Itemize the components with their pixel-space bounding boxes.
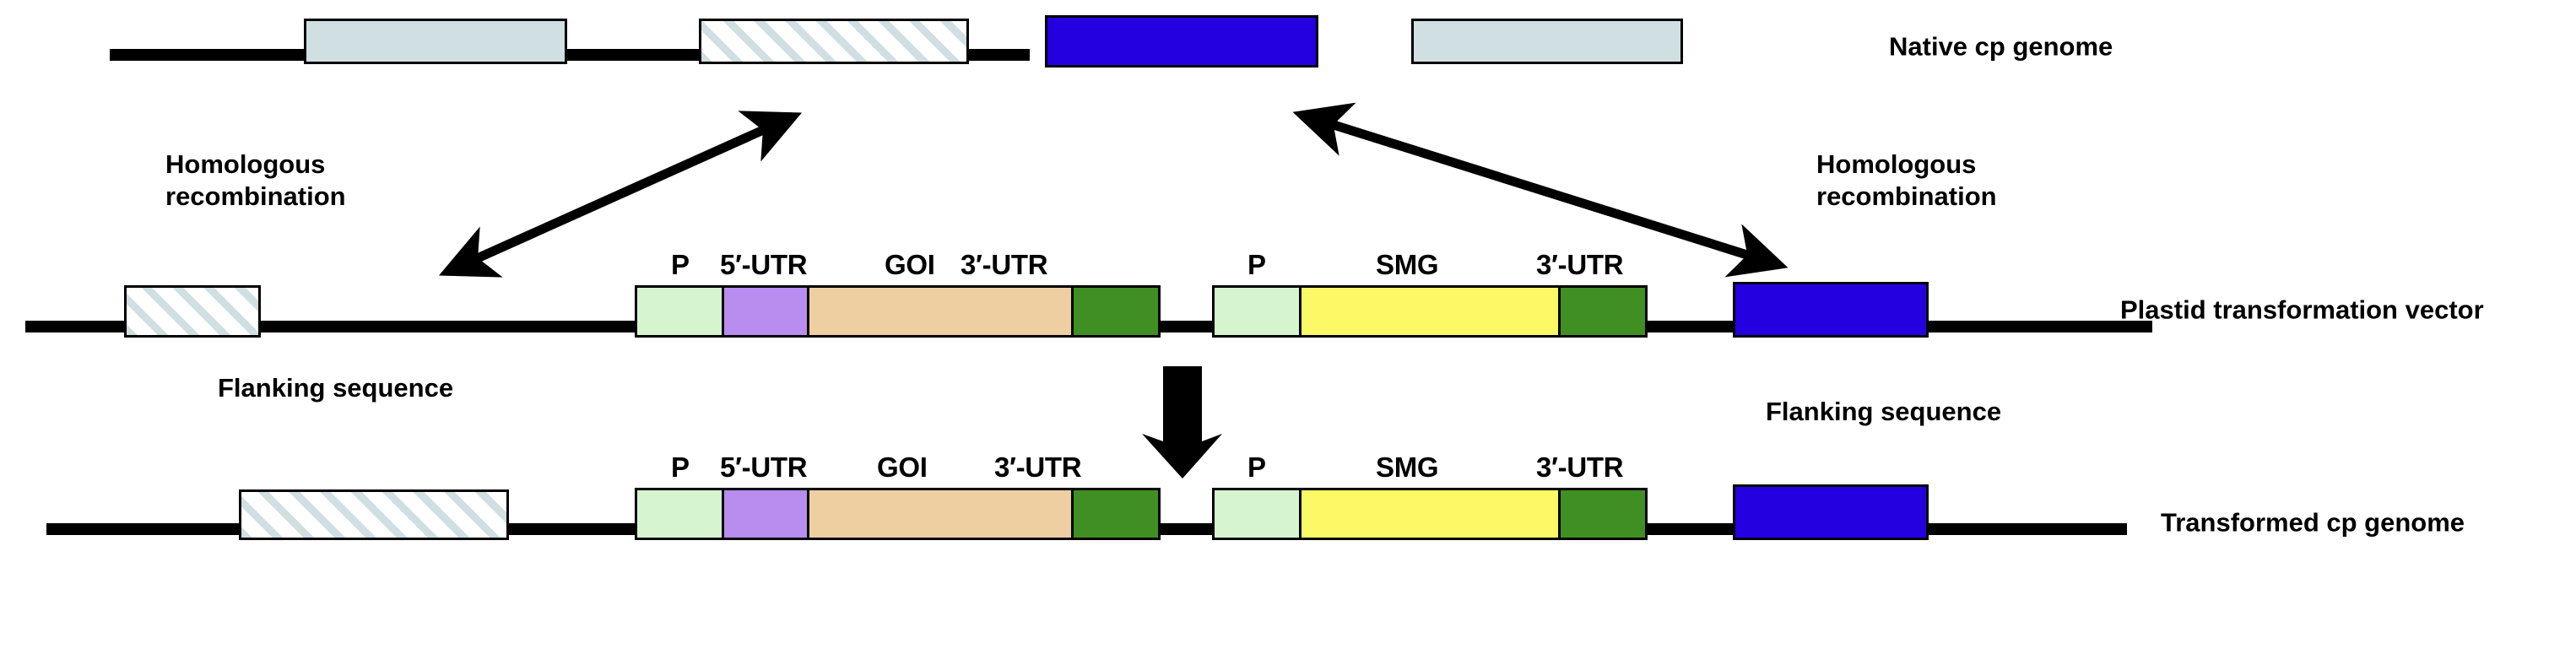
transformed-goi-cassette-five-utr <box>722 488 809 540</box>
vector-smg-cassette-promoter-label: P <box>1247 249 1266 280</box>
vector-flanking-left-label: Flanking sequence <box>218 373 454 403</box>
transformed-smg-cassette-three-utr-label: 3′-UTR <box>1536 451 1624 483</box>
vector-smg-cassette-smg-label: SMG <box>1376 249 1439 280</box>
vector-goi-cassette-five-utr <box>722 285 809 338</box>
vector-smg-cassette-three-utr <box>1558 285 1648 338</box>
vector-goi-cassette-goi <box>807 285 1074 338</box>
transformed-smg-cassette-three-utr <box>1558 488 1648 540</box>
transformed-genome-label: Transformed cp genome <box>2161 507 2465 538</box>
transformed-goi-cassette-five-utr-label: 5′-UTR <box>720 451 808 483</box>
vector-flanking-left <box>124 285 261 338</box>
transformed-goi-cassette-three-utr-label: 3′-UTR <box>994 451 1082 483</box>
native-segment-2 <box>1411 19 1683 64</box>
homologous-recombination-left-label: Homologous recombination <box>165 149 346 213</box>
vector-row-label: Plastid transformation vector <box>2120 295 2484 325</box>
transformed-flanking-left <box>239 489 509 540</box>
transformed-smg-cassette-promoter <box>1212 488 1302 540</box>
vector-blue-segment <box>1733 282 1929 338</box>
vector-goi-cassette-three-utr <box>1071 285 1161 338</box>
transformed-smg-cassette-promoter-label: P <box>1247 451 1266 483</box>
homologous-recombination-left-line1: Homologous <box>165 149 326 179</box>
down-arrow-integration <box>1142 366 1222 478</box>
homologous-recombination-right-label: Homologous recombination <box>1816 149 1997 213</box>
native-genome-label: Native cp genome <box>1889 31 2113 62</box>
vector-goi-cassette-five-utr-label: 5′-UTR <box>720 249 808 280</box>
transformed-goi-cassette-goi <box>807 488 1074 540</box>
transformed-smg-cassette-smg <box>1299 488 1561 540</box>
homologous-recombination-right-line1: Homologous <box>1816 149 1977 179</box>
native-blue-segment <box>1045 15 1318 68</box>
transformed-blue-segment <box>1733 484 1929 540</box>
transformed-goi-cassette-goi-label: GOI <box>877 451 928 483</box>
vector-goi-cassette-goi-label: GOI <box>885 249 935 280</box>
vector-goi-cassette-three-utr-label: 3′-UTR <box>961 249 1048 280</box>
native-flanking-left <box>699 19 969 64</box>
double-headed-arrow-right <box>1292 102 1789 278</box>
vector-flanking-right-label: Flanking sequence <box>1766 397 2002 426</box>
vector-smg-cassette-promoter <box>1212 285 1302 338</box>
vector-smg-cassette-three-utr-label: 3′-UTR <box>1536 249 1624 280</box>
transformed-goi-cassette-promoter-label: P <box>671 451 690 483</box>
vector-goi-cassette-promoter <box>635 285 724 338</box>
native-segment-1 <box>304 19 567 64</box>
transformed-smg-cassette-smg-label: SMG <box>1376 451 1439 483</box>
transformed-goi-cassette-three-utr <box>1071 488 1161 540</box>
homologous-recombination-left-line2: recombination <box>165 181 346 211</box>
transformed-goi-cassette-promoter <box>635 488 724 540</box>
vector-goi-cassette-promoter-label: P <box>671 249 690 280</box>
homologous-recombination-right-line2: recombination <box>1816 181 1997 211</box>
vector-smg-cassette-smg <box>1299 285 1561 338</box>
